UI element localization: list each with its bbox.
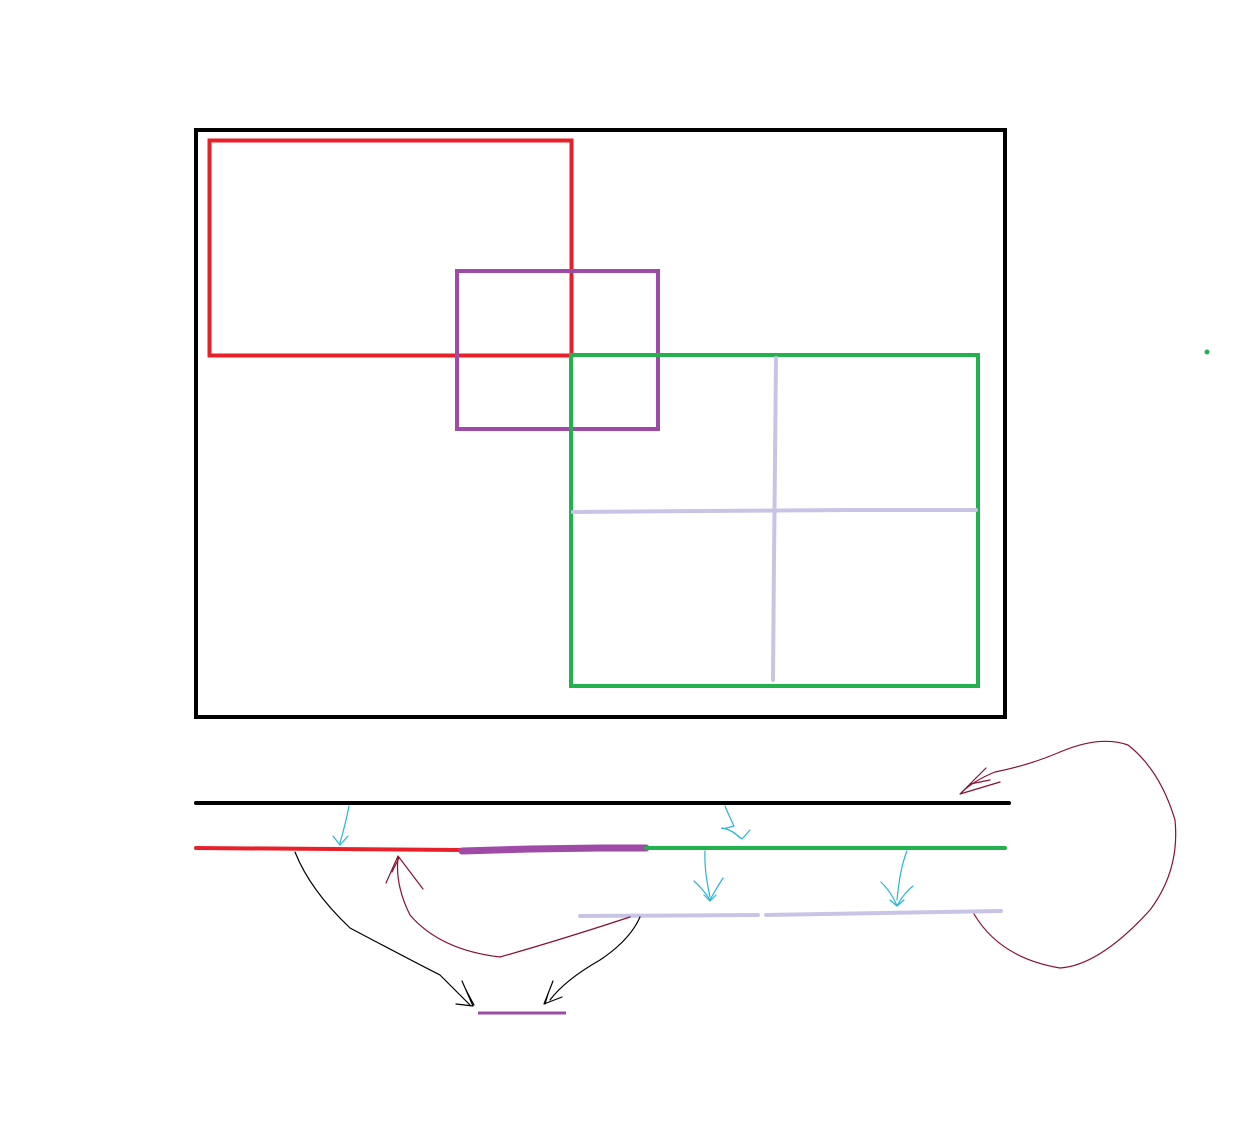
red-green-bar — [194, 844, 1007, 855]
green-rect-divider — [571, 356, 978, 682]
maroon-arrow — [385, 855, 631, 958]
bar-segment-purple — [458, 844, 650, 855]
maroon-arrow — [959, 740, 1177, 969]
black-arrow — [294, 851, 475, 1007]
outer-frame — [194, 128, 1007, 719]
lower-panel — [194, 740, 1177, 1015]
bar-segment-lavender-right — [764, 909, 1003, 917]
purple-rect — [455, 269, 660, 431]
divider-vertical — [771, 356, 778, 682]
green-rect — [569, 353, 980, 688]
cyan-arrow — [721, 805, 751, 840]
lavender-bar — [578, 909, 1003, 918]
black-arrow — [543, 916, 641, 1005]
divider-horizontal — [571, 508, 978, 514]
bar-segment-red — [194, 846, 464, 852]
stray-dot — [1204, 349, 1210, 355]
maroon-arrows — [385, 740, 1177, 969]
bar-segment-lavender-left — [578, 913, 760, 918]
cyan-arrow — [880, 850, 914, 907]
cyan-arrow — [693, 850, 724, 902]
cyan-arrows — [332, 805, 914, 907]
upper-panel — [194, 128, 1007, 719]
black-arrows — [294, 851, 641, 1007]
cyan-arrow — [332, 805, 350, 846]
red-rect — [207, 138, 574, 358]
